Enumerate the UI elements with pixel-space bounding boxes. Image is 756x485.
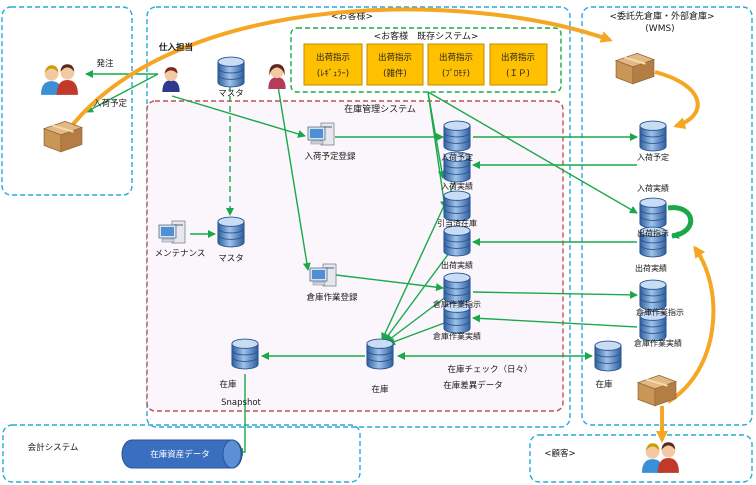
wms-region-sublabel: (WMS) [645,24,674,34]
wms-region [581,6,753,426]
wms-box-icon [615,52,655,85]
asset-data-shape [121,439,243,469]
order-label: 発注 [96,58,114,69]
arrow-existing-to-wms-ship [427,91,638,214]
wms-stock-label: 在庫 [595,379,613,390]
master-mid-db-icon [217,216,245,248]
orderer-people-icon [41,64,78,95]
arrow-actual-to-stock-3 [385,295,448,343]
wms-wh-actual-label: 倉庫作業実績 [634,338,682,348]
svg-text:出荷指示: 出荷指示 [439,52,473,63]
svg-text:(ＩＰ): (ＩＰ) [506,69,530,79]
svg-text:(ﾚｷﾞｭﾗｰ): (ﾚｷﾞｭﾗｰ) [317,69,349,79]
inv-arrival-plan-db-icon [443,120,471,152]
inv-wh-instr-label: 倉庫作業指示 [433,299,481,309]
staff-person-icon [268,64,286,89]
stock-check-label: 在庫チェック（日々） [447,364,532,375]
snapshot-stock-label: 在庫 [219,379,237,390]
wms-ship-instr-label: 出荷指示 [637,228,669,238]
arrow-wms-wh-actual-to-inv [472,314,638,328]
arrow-person2-to-wh-reg [277,85,311,271]
svg-text:(雑件): (雑件) [383,68,407,79]
stock-db-icon [366,338,394,370]
master-top-db-icon [217,56,245,88]
wms-region-label: <委託先倉庫・外部倉庫> [609,10,714,22]
green-ship-loop [667,205,694,239]
ship-instr-promo-button: 出荷指示 (ﾌﾟﾛﾓﾃ) [427,43,485,86]
arrow-actual-to-stock-4 [387,321,448,346]
existing-system-label: <お客様 既存システム> [374,30,479,42]
arrow-arrival-plan-in [85,73,159,113]
svg-text:出荷指示: 出荷指示 [501,52,535,63]
existing-system-region [290,27,562,93]
customer-region [146,6,571,428]
external-flows [68,7,716,443]
arrival-plan-label: 入荷予定 [93,98,128,109]
snapshot-label: Snapshot [221,398,261,408]
wms-stock-db-icon [594,340,622,372]
master-mid-label: マスタ [218,254,244,264]
wms-arrival-actual-label: 入荷実績 [637,183,669,193]
end-customer-region [529,434,753,483]
flow-arrows [85,70,638,456]
arrow-buyer-to-arrival-reg [171,95,306,138]
cargo-box-icon [43,120,83,153]
inv-wh-instr-db-icon [443,272,471,304]
warehouse-reg-label: 倉庫作業登録 [306,292,358,303]
snapshot-db-icon [231,338,259,370]
orange-order-to-wms [68,7,613,130]
arrow-existing-to-alloc [427,91,448,209]
alloc-stock-label: 引当済在庫 [437,218,477,228]
master-top-label: マスタ [218,89,244,99]
orange-end-to-ship [666,245,716,404]
alloc-stock-db-icon [443,190,471,222]
svg-text:出荷指示: 出荷指示 [316,52,350,63]
end-customer-people-icon [642,442,679,473]
inv-arrival-actual-label: 入荷実績 [441,181,473,191]
arrival-reg-label: 入荷予定登録 [304,151,356,162]
inv-ship-actual-db-icon [443,225,471,257]
buyer-label: 仕入担当 [158,42,193,53]
end-customer-label: <顧客> [544,448,575,459]
stock-label: 在庫 [371,384,389,395]
svg-text:出荷指示: 出荷指示 [378,52,412,63]
inv-ship-actual-label: 出荷実績 [441,260,473,270]
inv-wh-actual-label: 倉庫作業実績 [433,331,481,341]
arrow-wh-instr-to-wms [472,290,638,299]
wms-ship-instr-db-icon [639,197,667,229]
ship-instr-regular-button: 出荷指示 (ﾚｷﾞｭﾗｰ) [303,43,363,86]
arrow-actual-to-stock-2 [383,244,456,342]
arrow-actual-to-stock-1 [381,181,456,341]
accounting-label: 会計システム [28,442,79,453]
wms-wh-instr-label: 倉庫作業指示 [636,307,684,317]
wms-arrival-plan-db-icon [639,120,667,152]
buyer-person-icon [162,67,180,92]
ship-instr-misc-button: 出荷指示 (雑件) [366,43,424,86]
wms-ship-actual-label: 出荷実績 [635,263,667,273]
ship-instr-ip-button: 出荷指示 (ＩＰ) [489,43,548,86]
stock-diff-label: 在庫差異データ [443,380,503,391]
maintenance-label: メンテナンス [155,249,206,259]
left-customer-region [1,6,133,196]
inventory-system-label: 在庫管理システム [344,103,416,115]
orange-wms-to-arrival [654,70,700,129]
accounting-region [2,424,361,483]
inv-arrival-plan-label: 入荷予定 [441,152,473,162]
wms-wh-instr-db-icon [639,279,667,311]
svg-text:(ﾌﾟﾛﾓﾃ): (ﾌﾟﾛﾓﾃ) [442,69,470,79]
wms-arrival-plan-label: 入荷予定 [637,152,669,162]
asset-data-label: 在庫資産データ [150,449,210,460]
